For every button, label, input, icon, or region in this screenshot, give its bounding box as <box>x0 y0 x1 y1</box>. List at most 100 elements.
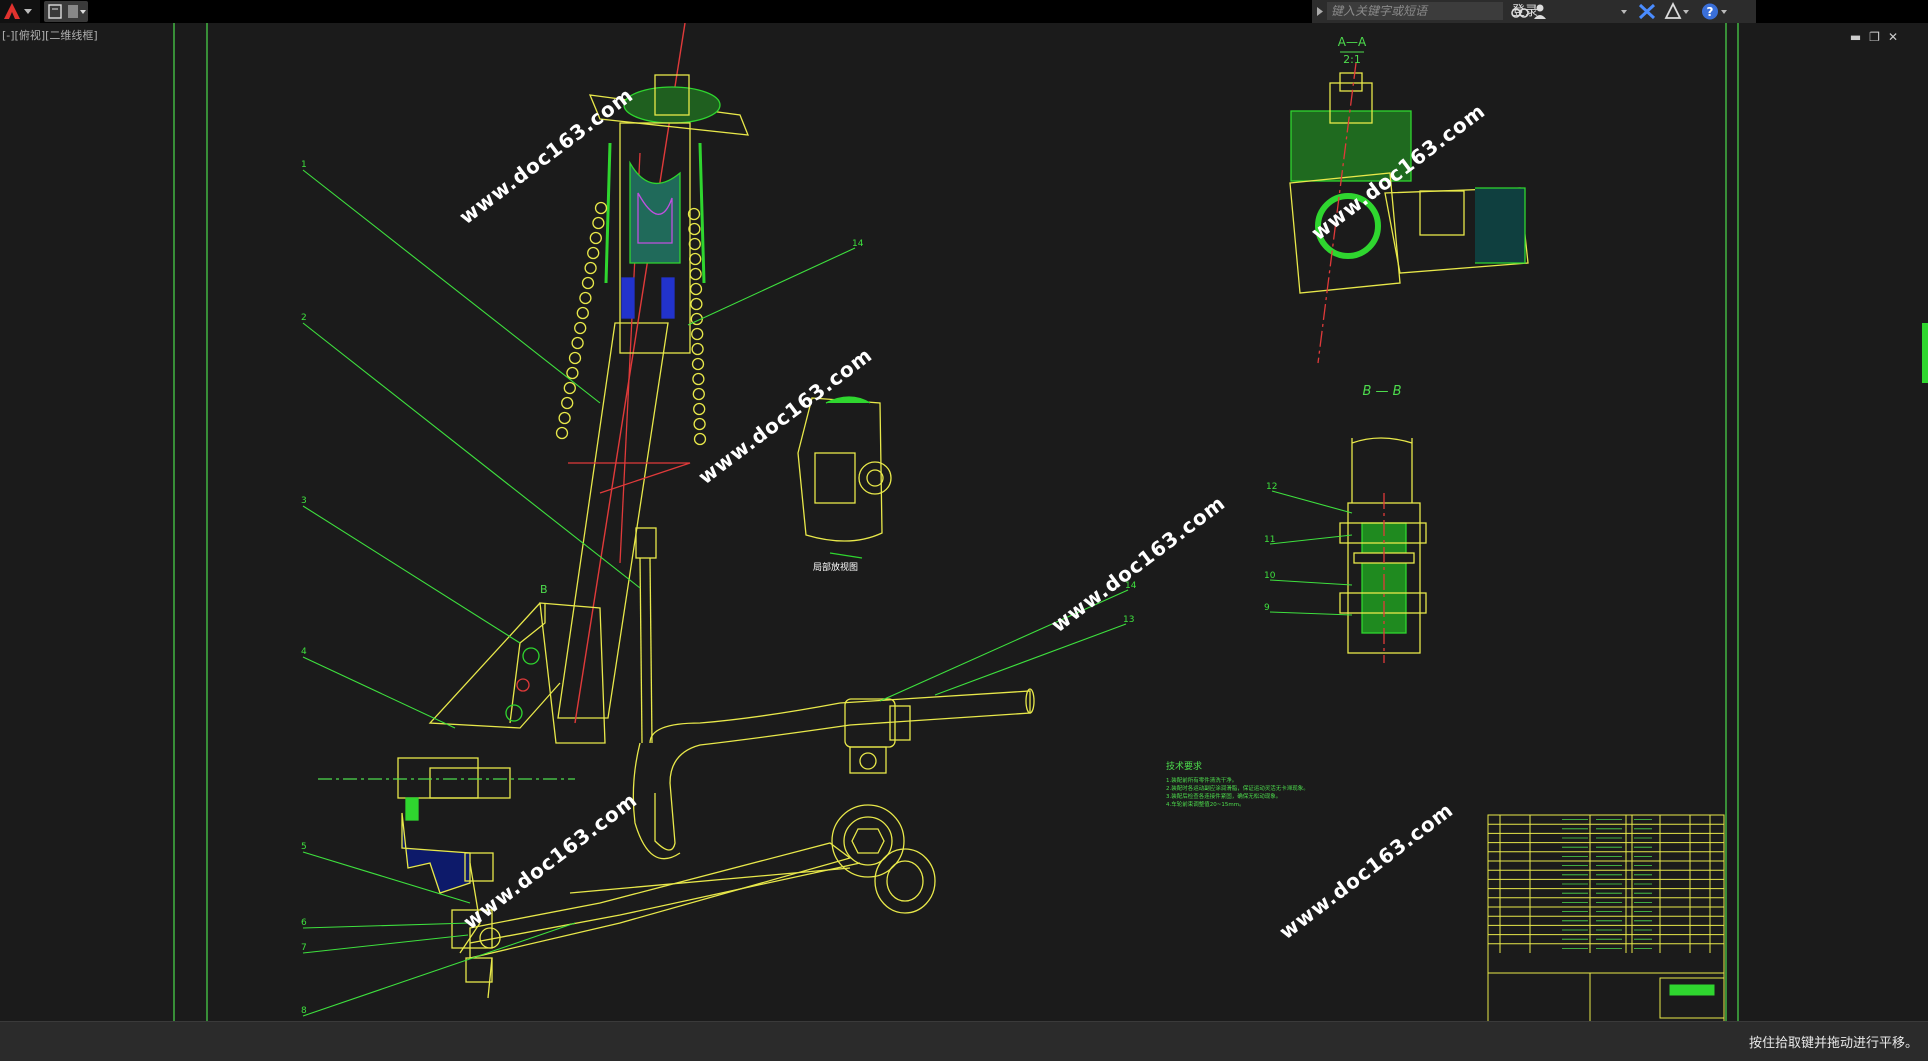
coil-section <box>589 231 602 245</box>
leader-line <box>302 505 521 644</box>
binoculars-icon[interactable] <box>1510 0 1530 23</box>
coil-section <box>689 282 703 296</box>
leader-lines <box>302 169 1353 1017</box>
leader-number: 14 <box>1125 581 1137 591</box>
close-icon[interactable]: ✕ <box>1887 30 1906 44</box>
coil-section <box>581 276 595 290</box>
help-icon[interactable]: ? <box>1700 0 1728 23</box>
detail-view <box>797 396 892 559</box>
coil-section <box>587 246 600 260</box>
leader-number: 3 <box>301 496 307 506</box>
leader-line <box>687 247 856 326</box>
watermarks: www.doc163.com www.doc163.com www.doc163… <box>455 83 1490 944</box>
title-bar: ? 键入关键字或短语 登录 <box>0 0 1928 23</box>
status-bar: 按住拾取键并拖动进行平移。 <box>0 1021 1928 1061</box>
autodesk-a360-icon[interactable] <box>1662 0 1690 23</box>
leader-number: 4 <box>301 647 307 657</box>
section-marker-b: B <box>540 583 548 596</box>
login-button[interactable]: 登录 <box>1512 4 1539 19</box>
viewport-controls-label[interactable]: [-][俯视][二维线框] <box>2 29 98 42</box>
watermark-3: www.doc163.com <box>1047 491 1230 637</box>
coil-section <box>558 411 571 425</box>
customize-icon[interactable] <box>68 5 78 18</box>
tech-req-line: 2.装配时各运动副应涂润滑脂，保证运动灵活无卡滞现象。 <box>1166 784 1309 792</box>
leader-line <box>1271 490 1353 514</box>
minimize-icon[interactable]: ▬ <box>1849 30 1870 44</box>
leader-line <box>302 851 471 904</box>
application-menu-button[interactable] <box>0 0 40 23</box>
coil-section <box>693 432 707 446</box>
coil-section <box>692 387 705 401</box>
coil-section <box>689 267 702 281</box>
coil-section <box>692 372 705 386</box>
svg-text:?: ? <box>1707 5 1714 19</box>
leader-line <box>302 322 641 589</box>
tech-req-line: 1.装配前所有零件清洗干净。 <box>1166 776 1237 784</box>
coil-section <box>555 426 569 440</box>
search-input[interactable]: 键入关键字或短语 <box>1327 2 1503 20</box>
drawing-frame <box>173 23 1739 1021</box>
coil-section <box>691 327 704 341</box>
leader-line <box>1269 579 1353 586</box>
leader-number: 9 <box>1264 603 1270 613</box>
leader-number: 2 <box>301 313 307 323</box>
viewport-window-controls[interactable]: ▬❐✕ <box>1850 30 1906 44</box>
detail-view-title: 局部放视图 <box>813 561 858 573</box>
section-bb-title: B — B <box>1362 384 1401 399</box>
coil-section <box>689 252 702 266</box>
user-icon <box>1534 4 1546 19</box>
coil-section <box>563 381 576 395</box>
expand-search-icon[interactable] <box>1313 0 1327 23</box>
section-b-b <box>1339 437 1427 663</box>
exchange-icon[interactable] <box>1637 0 1657 23</box>
chevron-down-icon[interactable] <box>80 10 86 14</box>
coil-section <box>568 351 582 365</box>
leader-line <box>302 922 471 929</box>
leader-line <box>302 922 576 1017</box>
coil-section <box>594 201 608 215</box>
leader-line <box>1269 611 1353 616</box>
qat-icons <box>48 4 86 19</box>
coil-section <box>688 237 701 251</box>
coil-section <box>561 396 574 410</box>
watermark-2: www.doc163.com <box>694 343 877 489</box>
coil-section <box>690 297 703 311</box>
coil-section <box>693 402 706 416</box>
coil-section <box>691 342 704 356</box>
watermark-6: www.doc163.com <box>1275 798 1458 944</box>
leader-number: 14 <box>852 239 864 249</box>
drawing-canvas[interactable] <box>0 23 1928 1021</box>
coil-section <box>571 336 584 350</box>
autocad-logo-icon <box>4 3 32 19</box>
tech-req-line: 4.车轮前束调整值20~15mm。 <box>1166 800 1245 808</box>
leader-number: 6 <box>301 918 307 928</box>
tech-req-lines: 1.装配前所有零件清洗干净。2.装配时各运动副应涂润滑脂，保证运动灵活无卡滞现象… <box>1166 776 1309 808</box>
section-a-a <box>1289 62 1529 364</box>
coil-section <box>693 417 706 431</box>
coil-section <box>576 306 589 320</box>
leader-number: 11 <box>1264 535 1275 545</box>
restore-icon[interactable]: ❐ <box>1869 30 1888 44</box>
leader-line <box>879 589 1129 702</box>
coil-section <box>574 321 587 335</box>
coil-section <box>566 366 579 380</box>
leader-number: 7 <box>301 943 307 953</box>
leader-number: 1 <box>301 160 307 170</box>
leader-number: 10 <box>1264 571 1276 581</box>
coil-section <box>688 222 701 236</box>
coil-section <box>579 291 592 305</box>
vertical-scrollbar[interactable] <box>1922 323 1928 383</box>
coil-section <box>691 357 705 371</box>
quick-access-toolbar[interactable] <box>44 1 88 22</box>
leader-line <box>302 934 469 954</box>
coil-section <box>592 216 605 230</box>
command-prompt: 按住拾取键并拖动进行平移。 <box>1748 1036 1918 1051</box>
coil-section <box>584 261 597 275</box>
login-dropdown-icon[interactable] <box>1619 0 1629 23</box>
leader-line <box>302 169 601 404</box>
coil-spring <box>555 201 707 446</box>
save-icon[interactable] <box>48 4 62 19</box>
section-aa-scale: 2:1 <box>1343 53 1361 66</box>
